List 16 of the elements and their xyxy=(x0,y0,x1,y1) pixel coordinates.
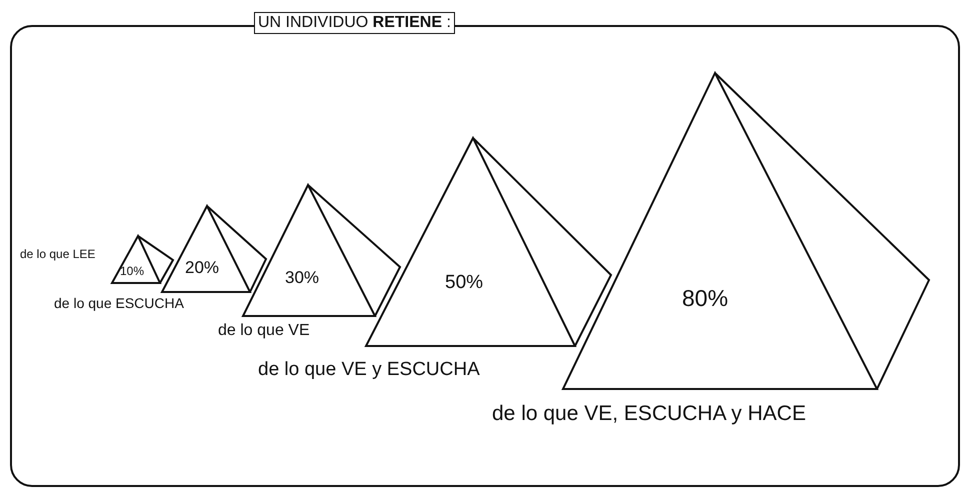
percentage-label: 20% xyxy=(185,258,220,278)
pyramid xyxy=(110,234,175,285)
pyramid xyxy=(364,136,613,348)
percentage-label: 50% xyxy=(445,272,484,294)
percentage-label: 80% xyxy=(682,285,728,312)
title-label: UN INDIVIDUO RETIENE : xyxy=(254,12,455,34)
caption-text: de lo que VE, ESCUCHA y HACE xyxy=(492,402,806,426)
percentage-label: 10% xyxy=(120,264,144,278)
percentage-label: 30% xyxy=(285,268,320,288)
caption-text: de lo que ESCUCHA xyxy=(54,295,184,311)
caption-text: de lo que VE xyxy=(218,322,310,340)
pyramid xyxy=(561,71,931,391)
pyramid xyxy=(160,204,268,294)
caption-text: de lo que LEE xyxy=(20,247,96,261)
pyramid xyxy=(241,183,402,318)
caption-text: de lo que VE y ESCUCHA xyxy=(258,359,480,381)
